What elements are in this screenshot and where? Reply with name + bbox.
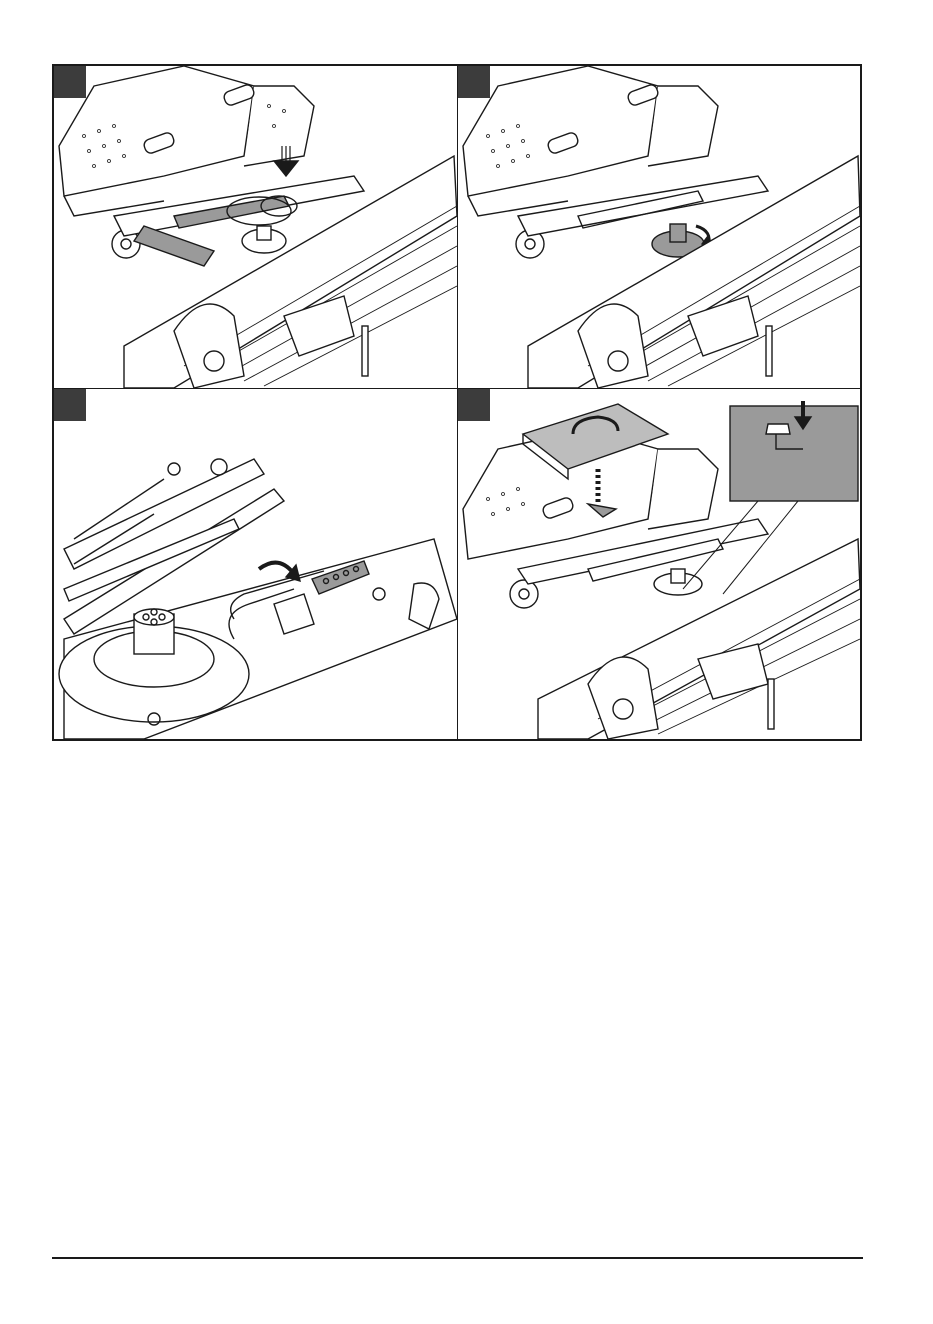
figure-panel-1 [54, 66, 458, 389]
mower-deck-cover-install-illustration [458, 389, 860, 739]
mower-deck-tension-tool-illustration [54, 389, 457, 739]
instruction-figure-grid [52, 64, 862, 741]
mower-deck-belt-removal-illustration [54, 66, 457, 388]
figure-panel-4 [458, 389, 860, 739]
footer-rule [52, 1257, 863, 1259]
figure-panel-3 [54, 389, 458, 739]
figure-panel-2 [458, 66, 860, 389]
mower-deck-pulley-rotate-illustration [458, 66, 860, 388]
